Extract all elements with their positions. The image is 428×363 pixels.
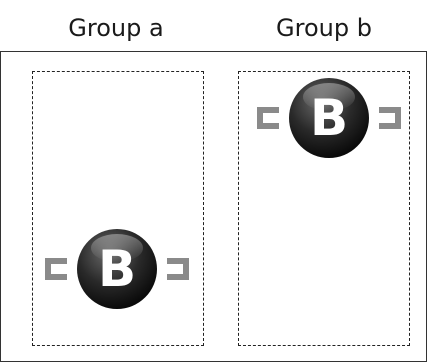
- b-icon-letter: B: [98, 240, 136, 298]
- b-icon-graphic: B: [257, 78, 401, 158]
- b-icon-graphic: B: [45, 229, 189, 309]
- group-b-box: [238, 71, 410, 346]
- b-icon[interactable]: B: [249, 75, 409, 159]
- group-a-box: [32, 71, 204, 346]
- b-icon-letter: B: [310, 89, 348, 147]
- group-b-title: Group b: [276, 14, 372, 42]
- group-a-title: Group a: [68, 14, 164, 42]
- b-icon[interactable]: B: [37, 226, 197, 310]
- container-frame: [0, 51, 427, 362]
